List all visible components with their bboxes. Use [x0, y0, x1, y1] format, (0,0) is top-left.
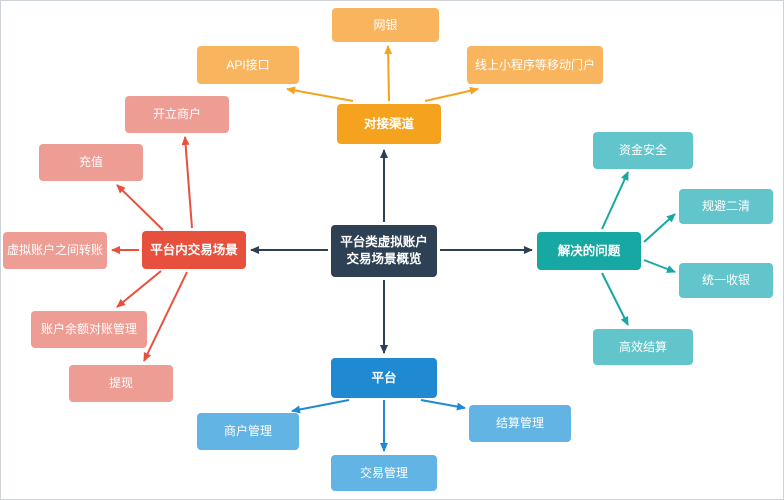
child-mobile-portal: 线上小程序等移动门户 [467, 46, 603, 84]
branch-platform: 平台 [331, 358, 437, 398]
child-efficient-settlement: 高效结算 [593, 329, 693, 365]
arrow-channels-to-api [286, 86, 354, 102]
arrow-scenes-to-open-merchant [181, 136, 193, 229]
child-merchant-mgmt: 商户管理 [197, 413, 299, 450]
child-transfer: 虚拟账户之间转账 [3, 232, 107, 269]
child-open-merchant: 开立商户 [125, 96, 229, 133]
branch-problems: 解决的问题 [537, 232, 641, 270]
center-node: 平台类虚拟账户交易场景概览 [331, 225, 437, 277]
child-avoid-erqing: 规避二清 [679, 189, 773, 224]
child-settlement-mgmt: 结算管理 [469, 405, 571, 442]
arrow-problems-to-avoid-erqing [643, 213, 676, 243]
child-fund-safety: 资金安全 [593, 132, 693, 169]
arrow-scenes-to-withdraw [143, 271, 188, 362]
arrow-platform-to-merchant-mgmt [291, 399, 350, 414]
child-online-banking: 网银 [332, 8, 439, 42]
child-unified-cashier: 统一收银 [679, 263, 773, 298]
arrow-platform-to-settlement-mgmt [420, 399, 466, 411]
child-reconciliation: 账户余额对账管理 [31, 311, 147, 348]
arrow-channels-to-mobile-portal [424, 86, 479, 102]
branch-transaction-scenes: 平台内交易场景 [142, 231, 246, 269]
branch-channels: 对接渠道 [337, 104, 441, 144]
child-recharge: 充值 [39, 144, 143, 181]
arrow-problems-to-efficient-settlement [601, 272, 629, 326]
child-withdraw: 提现 [69, 365, 173, 402]
arrow-scenes-to-recharge [116, 184, 164, 231]
arrow-problems-to-fund-safety [601, 171, 629, 230]
child-api: API接口 [197, 46, 299, 84]
child-transaction-mgmt: 交易管理 [331, 455, 437, 491]
arrow-problems-to-unified-cashier [643, 259, 676, 273]
arrow-scenes-to-reconciliation [116, 270, 162, 308]
arrow-channels-to-online-banking [384, 45, 393, 102]
